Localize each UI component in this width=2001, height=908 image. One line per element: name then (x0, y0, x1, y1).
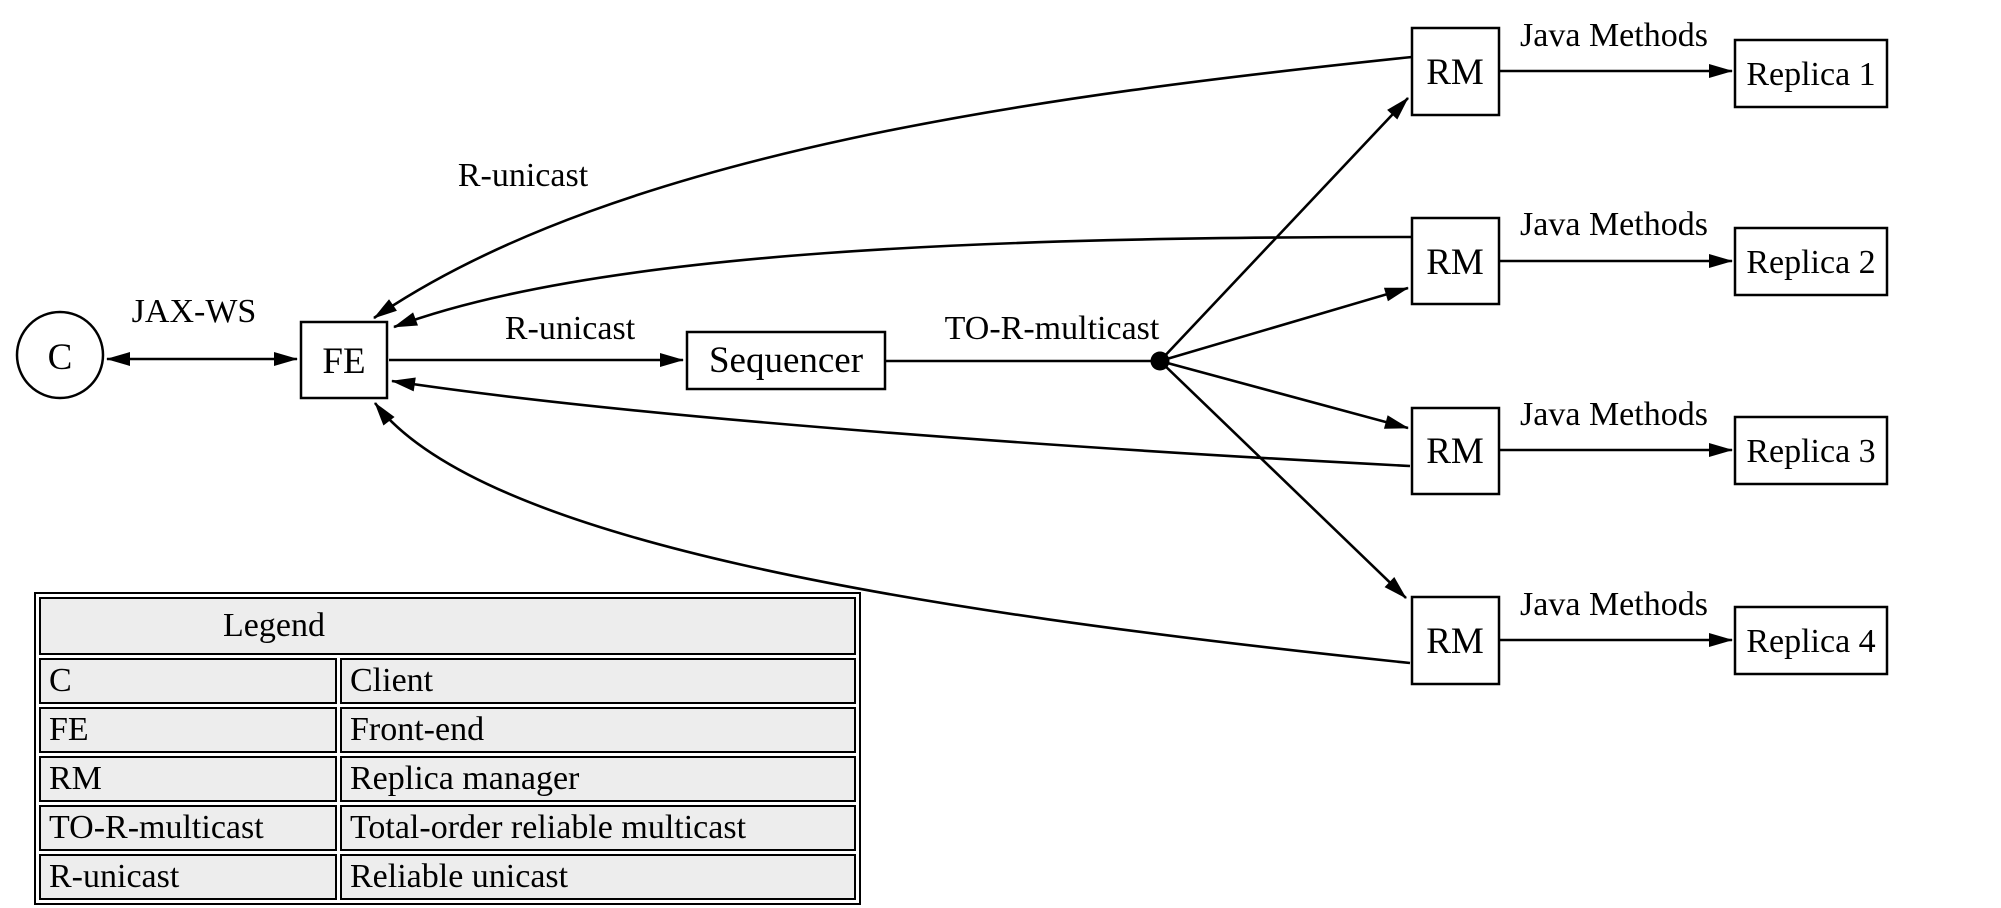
replica3-node-label: Replica 3 (1746, 433, 1875, 470)
jax-ws-edge-label: JAX-WS (132, 293, 257, 330)
legend-definition-cell: Total-order reliable multicast (340, 805, 856, 851)
client-node-circle (15, 310, 105, 400)
rm2-node-label: RM (1426, 242, 1484, 283)
legend-term-cell: C (39, 658, 337, 704)
replica2-node-box (1733, 226, 1889, 297)
legend-term-cell: RM (39, 756, 337, 802)
legend-definition-cell: Client (340, 658, 856, 704)
legend-title: Legend (39, 597, 856, 655)
rm1-node-box (1410, 26, 1501, 117)
to-r-multicast-edge-label: TO-R-multicast (945, 310, 1160, 347)
legend-definition-cell: Front-end (340, 707, 856, 753)
java-methods-edge-label-3: Java Methods (1520, 396, 1708, 433)
legend-term-cell: FE (39, 707, 337, 753)
rm4-node-box (1410, 595, 1501, 686)
client-node-label: C (48, 337, 73, 378)
edge-rm1-frontend-return (373, 55, 1413, 320)
edge-multicast-rm3 (1159, 359, 1409, 430)
replica2-node-label: Replica 2 (1746, 244, 1875, 281)
sequencer-node-label: Sequencer (709, 340, 863, 381)
rm1-node-label: RM (1426, 52, 1484, 93)
frontend-node-label: FE (322, 341, 365, 382)
edge-multicast-rm1 (1159, 97, 1409, 362)
replica1-node-box (1733, 38, 1889, 109)
rm4-node-label: RM (1426, 621, 1484, 662)
legend-row-to-r-multicast: TO-R-multicast Total-order reliable mult… (39, 805, 856, 851)
legend-definition-cell: Replica manager (340, 756, 856, 802)
legend-row-client: C Client (39, 658, 856, 704)
legend-term-cell: R-unicast (39, 854, 337, 900)
sequencer-node-box (685, 330, 887, 391)
legend-header-row: Legend (39, 597, 856, 655)
legend-definition-cell: Reliable unicast (340, 854, 856, 900)
legend-table: Legend C Client FE Front-end RM Replica … (34, 592, 861, 905)
replica3-node-box (1733, 415, 1889, 486)
legend-row-rm: RM Replica manager (39, 756, 856, 802)
edge-rm2-frontend-return (393, 235, 1413, 329)
legend-row-frontend: FE Front-end (39, 707, 856, 753)
frontend-node-box (299, 320, 389, 400)
edge-multicast-rm2 (1159, 286, 1409, 363)
r-unicast-edge-label: R-unicast (505, 310, 636, 347)
edge-rm3-frontend-return (391, 377, 1411, 468)
legend-term-cell: TO-R-multicast (39, 805, 337, 851)
replica4-node-label: Replica 4 (1746, 623, 1875, 660)
rm3-node-box (1410, 406, 1501, 496)
java-methods-edge-label-4: Java Methods (1520, 586, 1708, 623)
rm2-node-box (1410, 216, 1501, 306)
r-unicast-return-edge-label: R-unicast (458, 157, 589, 194)
rm3-node-label: RM (1426, 431, 1484, 472)
legend-row-r-unicast: R-unicast Reliable unicast (39, 854, 856, 900)
replica1-node-label: Replica 1 (1746, 56, 1875, 93)
edge-multicast-rm4 (1159, 360, 1407, 599)
java-methods-edge-label-1: Java Methods (1520, 17, 1708, 54)
replica4-node-box (1733, 605, 1889, 676)
edge-rm4-frontend-return (373, 402, 1411, 665)
java-methods-edge-label-2: Java Methods (1520, 206, 1708, 243)
